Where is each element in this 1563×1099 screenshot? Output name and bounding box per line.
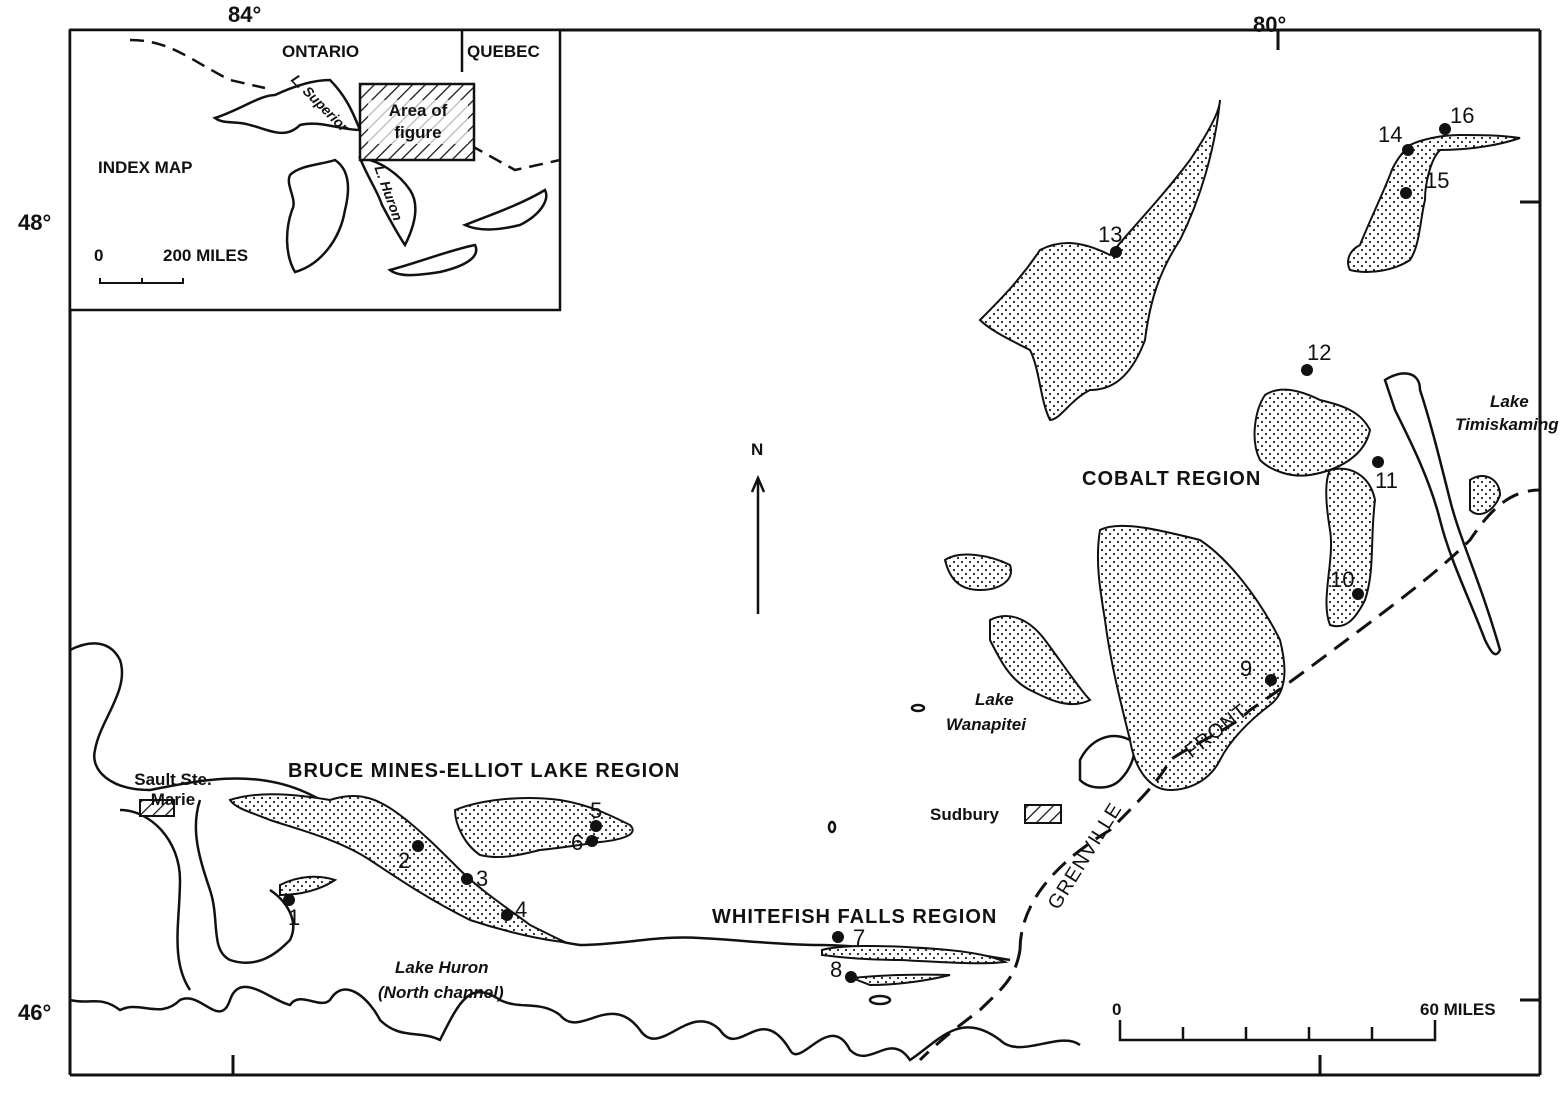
sault-ste-marie-marker <box>139 799 175 817</box>
index-map-inset <box>68 28 562 312</box>
index-scale-zero: 0 <box>94 246 104 265</box>
site-label-11: 11 <box>1375 468 1398 493</box>
site-label-6: 6 <box>571 830 584 855</box>
bruce-mines-region-label: BRUCE MINES-ELLIOT LAKE REGION <box>288 760 681 782</box>
site-label-8: 8 <box>830 957 843 982</box>
lake-wanapitei-label-2: Wanapitei <box>946 715 1026 734</box>
longitude-80-label: 80° <box>1253 12 1287 37</box>
shorelines <box>69 372 1502 1062</box>
area-of-figure-label: Area of figure <box>368 100 468 144</box>
site-label-5: 5 <box>590 798 603 823</box>
longitude-84-label: 84° <box>228 2 262 27</box>
latitude-48-label: 48° <box>18 210 52 235</box>
lake-timiskaming-label-2: Timiskaming <box>1455 415 1559 434</box>
whitefish-falls-region-label: WHITEFISH FALLS REGION <box>712 906 998 928</box>
index-ontario-label: ONTARIO <box>282 42 360 61</box>
scale-max-label: 60 MILES <box>1420 1000 1496 1019</box>
index-map-title: INDEX MAP <box>98 158 193 177</box>
lake-wanapitei-label-1: Lake <box>975 690 1014 709</box>
north-arrow <box>750 474 766 614</box>
site-label-7: 7 <box>853 925 866 950</box>
north-arrow-label: N <box>751 440 764 459</box>
scale-bar <box>1118 1020 1437 1042</box>
site-label-10: 10 <box>1330 567 1355 592</box>
huronian-outcrops <box>228 99 1521 987</box>
sudbury-marker <box>1024 804 1062 824</box>
grenville-front-line <box>1018 488 1541 951</box>
north-channel-label: (North channel) <box>378 983 504 1002</box>
lake-huron-label: Lake Huron <box>395 958 489 977</box>
site-label-12: 12 <box>1307 340 1332 365</box>
site-label-14: 14 <box>1378 122 1403 147</box>
scale-zero-label: 0 <box>1112 1000 1122 1019</box>
site-label-1: 1 <box>288 905 301 930</box>
site-label-16: 16 <box>1450 103 1475 128</box>
site-dots <box>283 123 1451 983</box>
site-label-4: 4 <box>515 897 528 922</box>
index-quebec-label: QUEBEC <box>467 42 540 61</box>
site-label-9: 9 <box>1240 656 1253 681</box>
sault-ste-marie-label: Sault Ste. Marie <box>134 770 212 809</box>
sudbury-label: Sudbury <box>930 805 999 824</box>
cobalt-region-label: COBALT REGION <box>1082 468 1262 490</box>
latitude-46-label: 46° <box>18 1000 52 1025</box>
site-label-15: 15 <box>1425 168 1450 193</box>
index-scale-label: 200 MILES <box>163 246 249 265</box>
site-label-13: 13 <box>1098 222 1123 247</box>
site-label-3: 3 <box>476 866 489 891</box>
site-label-2: 2 <box>398 848 411 873</box>
lake-timiskaming-label-1: Lake <box>1490 392 1529 411</box>
